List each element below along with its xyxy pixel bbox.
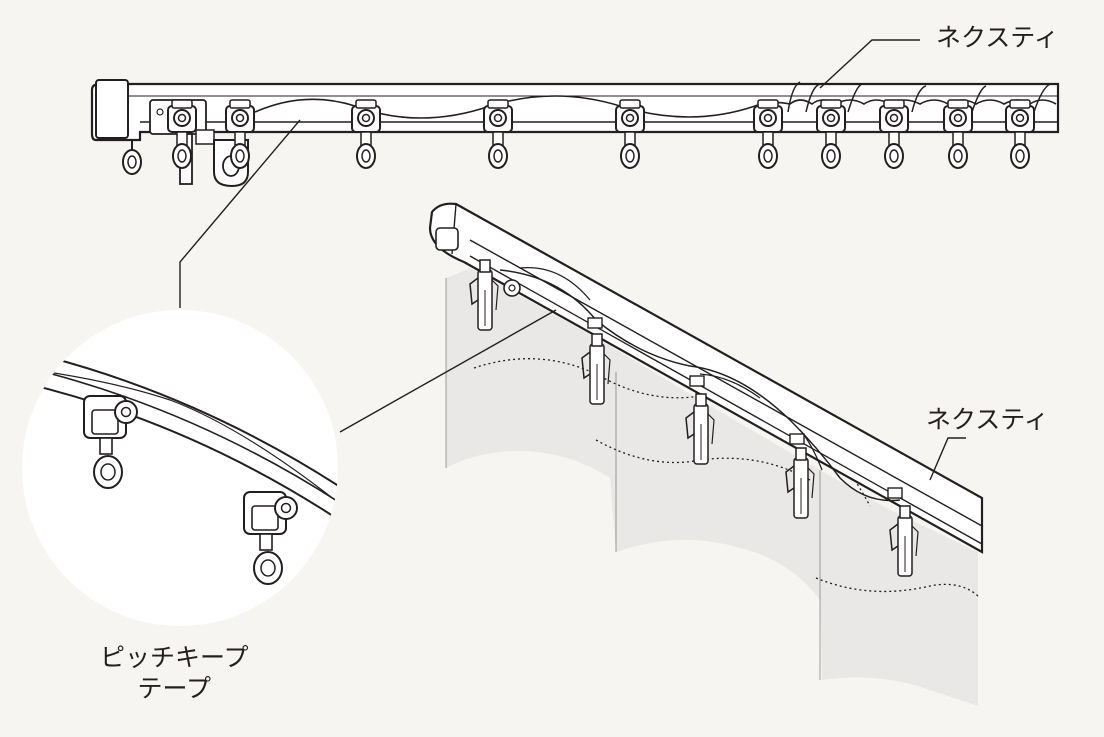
curtain-hooks — [469, 259, 919, 577]
pitch-keep-tape-label: ピッチキープ テープ — [100, 642, 249, 705]
pitch-keep-tape-rail — [499, 269, 901, 502]
top-callout-leader — [819, 39, 920, 89]
nexty-label-top: ネクスティ — [936, 23, 1059, 52]
rail-callout-leader — [929, 437, 966, 481]
tape-callout-leader — [339, 309, 557, 433]
pitch-keep-tape-label-line1: ピッチキープ — [100, 643, 249, 672]
zoom-leader — [179, 119, 301, 308]
nexty-label-rail: ネクスティ — [926, 405, 1049, 434]
zoom-detail-circle — [22, 310, 338, 626]
pitch-keep-tape-label-line2: テープ — [137, 674, 212, 704]
